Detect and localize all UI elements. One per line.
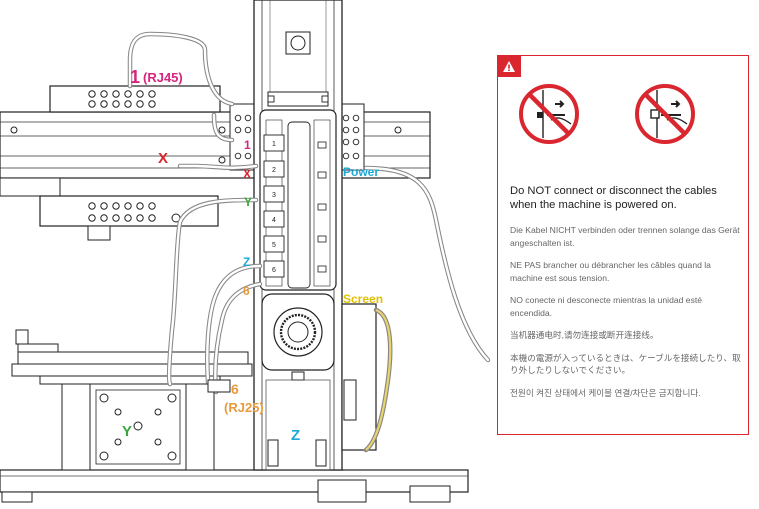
label-screen: Screen bbox=[343, 292, 383, 306]
port-label-1: 1 bbox=[272, 141, 276, 148]
warning-main-text: Do NOT connect or disconnect the cables … bbox=[510, 185, 717, 211]
label-port-x: X bbox=[243, 167, 251, 181]
port-label-6: 6 bbox=[272, 267, 276, 274]
warning-text-zh: 当机器通电时,请勿连接或断开连接线。 bbox=[510, 330, 659, 340]
label-power: Power bbox=[343, 165, 379, 179]
base-plate bbox=[0, 469, 469, 503]
warning-text-ko: 전원이 켜진 상태에서 케이블 연결/차단은 금지합니다. bbox=[510, 387, 701, 398]
label-z-axis: Z bbox=[291, 427, 300, 444]
port-label-4: 4 bbox=[272, 217, 276, 224]
x-axis-rail bbox=[0, 85, 431, 241]
z-axis-column: 1 2 3 4 5 6 bbox=[253, 0, 377, 471]
no-plug-icon-right bbox=[635, 84, 695, 144]
label-y-axis: Y bbox=[122, 423, 132, 440]
warning-text-es: NO conecte ni desconecte mientras la uni… bbox=[510, 295, 703, 318]
warning-triangle-icon bbox=[503, 60, 515, 72]
label-rj45-number: 1 bbox=[130, 67, 140, 87]
port-label-5: 5 bbox=[272, 242, 276, 249]
warning-text-de: Die Kabel NICHT verbinden oder trennen s… bbox=[510, 225, 740, 248]
rj25-connector bbox=[207, 379, 231, 393]
screen-cable bbox=[365, 308, 392, 451]
label-rj25-number: 6 bbox=[231, 381, 239, 397]
label-port-y: Y bbox=[244, 195, 252, 209]
no-plug-icon-left bbox=[519, 84, 579, 144]
warning-text-ja: 本機の電源が入っているときは、ケーブルを接続したり、取り外したりしないでください… bbox=[510, 352, 741, 376]
label-port-1: 1 bbox=[244, 138, 251, 152]
label-port-z: Z bbox=[243, 255, 250, 269]
bed-assembly bbox=[11, 329, 253, 471]
label-port-6: 6 bbox=[243, 284, 250, 298]
warning-panel: Do NOT connect or disconnect the cables … bbox=[497, 55, 749, 435]
label-rj45: (RJ45) bbox=[143, 70, 183, 85]
port-label-2: 2 bbox=[272, 167, 276, 174]
warning-text-fr: NE PAS brancher ou débrancher les câbles… bbox=[510, 260, 711, 283]
label-rj25: (RJ25) bbox=[224, 400, 264, 415]
label-x-axis: X bbox=[158, 150, 168, 167]
warning-badge bbox=[497, 55, 521, 77]
port-label-3: 3 bbox=[272, 192, 276, 199]
